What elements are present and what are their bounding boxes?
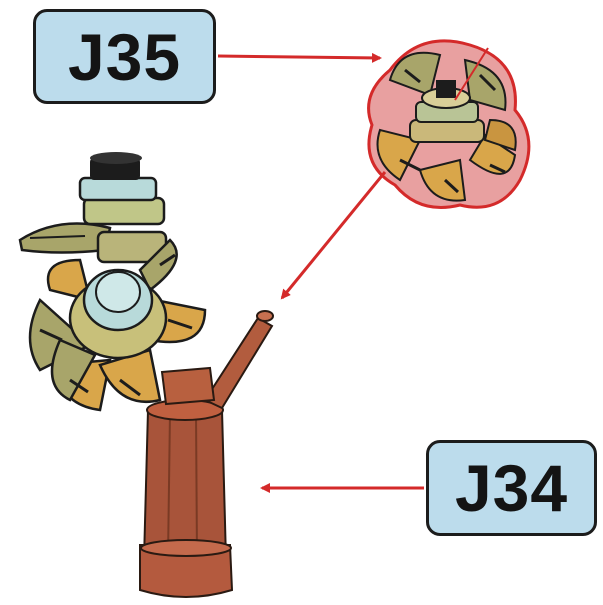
sprinkler-head-icon [369, 41, 529, 208]
label-j34: J34 [426, 440, 597, 536]
arrow-j35-to-part [218, 56, 380, 58]
riser-tube [140, 311, 273, 597]
arrow-part-to-spout [282, 172, 385, 298]
label-j35: J35 [33, 9, 216, 104]
